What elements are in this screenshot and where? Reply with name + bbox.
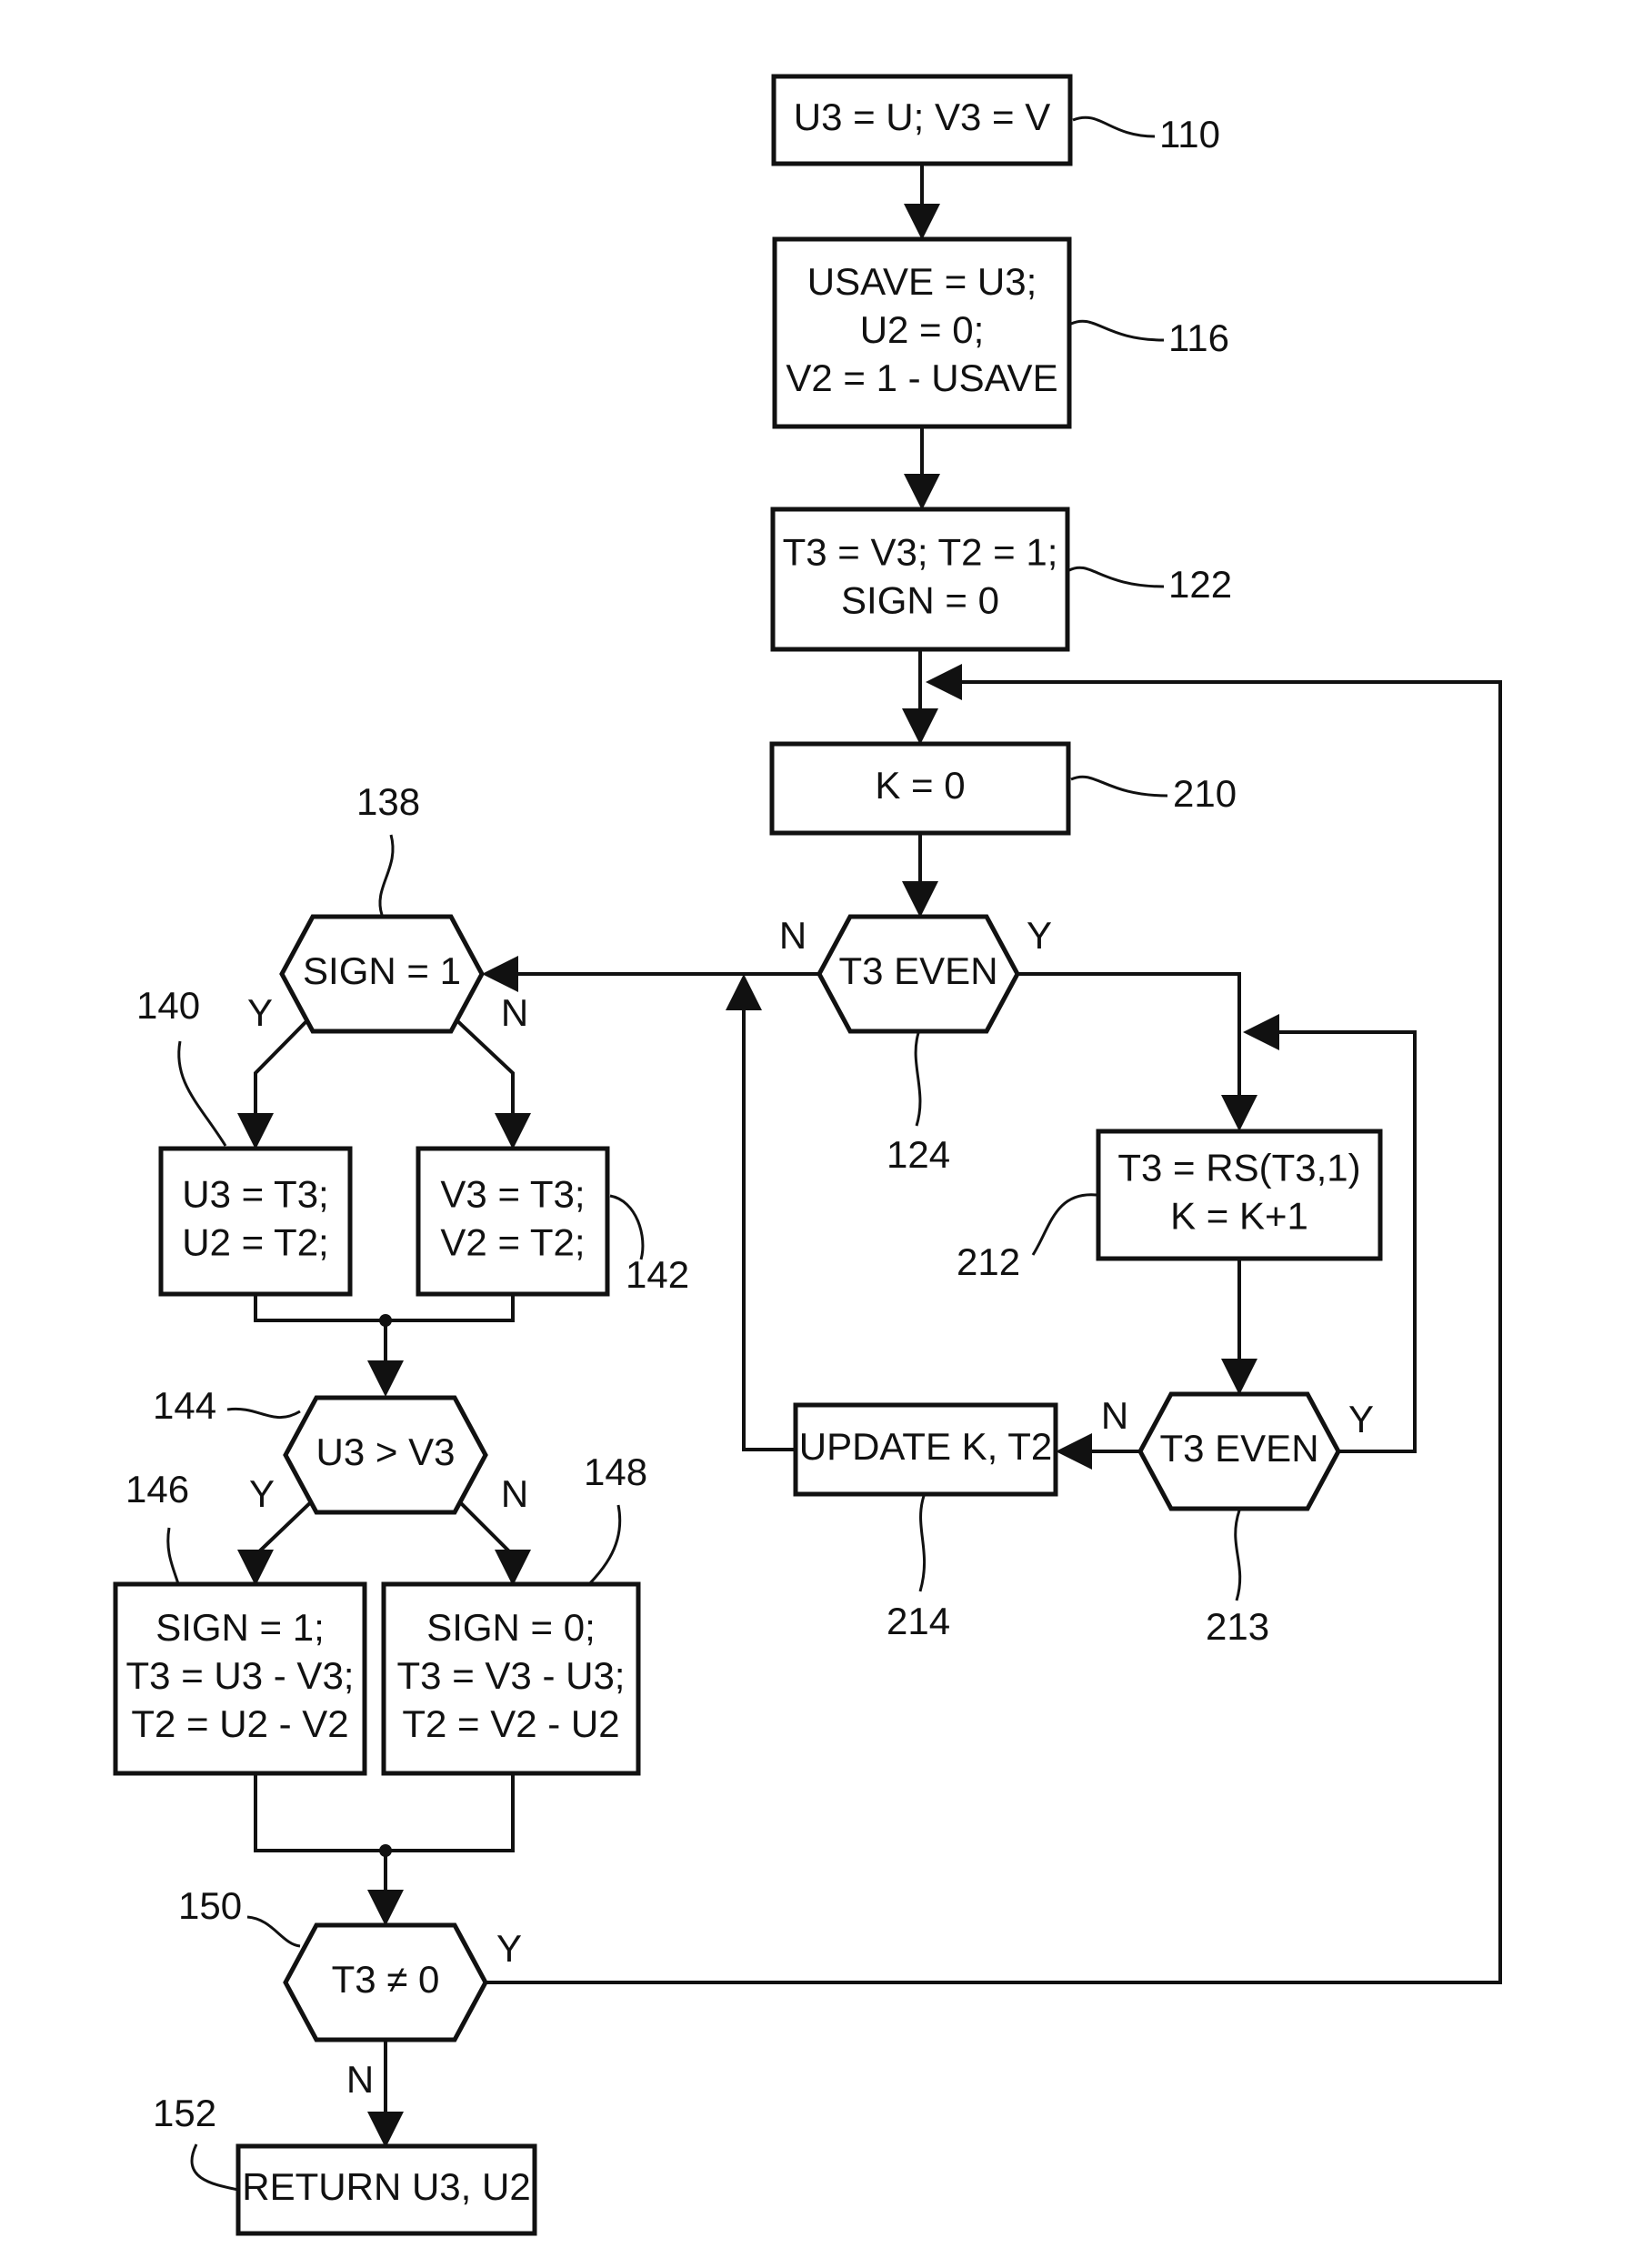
connector-line bbox=[1017, 974, 1239, 1128]
flowchart-node: V3 = T3; V2 = T2; bbox=[418, 1149, 607, 1294]
branch-label: Y bbox=[249, 1472, 275, 1515]
node-text-line: SIGN = 1 bbox=[303, 949, 461, 992]
reference-numeral: 144 bbox=[153, 1384, 216, 1427]
node-text-line: K = 0 bbox=[875, 764, 965, 807]
reference-leader-line bbox=[916, 1033, 920, 1126]
reference-leader-line bbox=[380, 835, 393, 915]
node-text-line: U3 = T3; bbox=[182, 1173, 328, 1216]
connector-line bbox=[255, 1773, 513, 1851]
reference-numeral: 116 bbox=[1168, 316, 1229, 359]
branch-label: N bbox=[779, 914, 806, 957]
node-text-line: T3 ≠ 0 bbox=[332, 1958, 440, 2001]
reference-numeral: 146 bbox=[125, 1468, 189, 1510]
reference-leader-line bbox=[192, 2144, 238, 2190]
node-text-line: U2 = T2; bbox=[182, 1221, 328, 1264]
branch-label: Y bbox=[496, 1927, 522, 1970]
branch-label: Y bbox=[1027, 914, 1052, 957]
junction-dot bbox=[379, 1314, 392, 1327]
node-text-line: SIGN = 1; bbox=[155, 1606, 325, 1649]
reference-leader-line bbox=[920, 1496, 925, 1591]
reference-numeral: 213 bbox=[1206, 1605, 1269, 1648]
node-text-line: U2 = 0; bbox=[860, 308, 985, 351]
flowchart-node: RETURN U3, U2 bbox=[238, 2146, 535, 2233]
node-text-line: SIGN = 0 bbox=[841, 579, 999, 622]
flowchart-node: U3 = U; V3 = V bbox=[774, 76, 1070, 164]
node-text-line: K = K+1 bbox=[1170, 1195, 1308, 1238]
flowchart-node: SIGN = 1 bbox=[282, 917, 482, 1031]
flowchart-node: USAVE = U3; U2 = 0; V2 = 1 - USAVE bbox=[775, 239, 1069, 427]
node-text-line: T3 = V3 - U3; bbox=[397, 1654, 626, 1697]
flowchart-node: K = 0 bbox=[772, 744, 1068, 833]
reference-leader-line bbox=[1069, 567, 1164, 587]
reference-numeral: 110 bbox=[1159, 113, 1220, 156]
branch-label: Y bbox=[247, 991, 273, 1034]
branch-label: N bbox=[501, 1472, 528, 1515]
reference-numeral: 122 bbox=[1168, 563, 1232, 606]
reference-numeral: 138 bbox=[356, 780, 420, 823]
flowchart-node: T3 EVEN bbox=[819, 917, 1017, 1031]
reference-numeral: 210 bbox=[1173, 772, 1237, 815]
branch-label: N bbox=[1101, 1394, 1128, 1437]
reference-leader-line bbox=[179, 1041, 225, 1146]
node-text-line: T2 = U2 - V2 bbox=[131, 1702, 348, 1745]
reference-numeral: 124 bbox=[887, 1133, 950, 1176]
node-text-line: U3 > V3 bbox=[316, 1430, 456, 1473]
connector-line bbox=[744, 978, 796, 1450]
flowchart-node: U3 > V3 bbox=[286, 1398, 486, 1512]
flowchart-node: T3 = V3; T2 = 1; SIGN = 0 bbox=[773, 509, 1067, 649]
node-text-line: V3 = T3; bbox=[440, 1173, 585, 1216]
flowchart-node: T3 EVEN bbox=[1140, 1394, 1338, 1509]
flowchart-node: SIGN = 0; T3 = V3 - U3; T2 = V2 - U2 bbox=[384, 1584, 638, 1773]
reference-numeral: 150 bbox=[178, 1884, 242, 1927]
reference-leader-line bbox=[1033, 1195, 1097, 1255]
reference-numeral: 214 bbox=[887, 1600, 950, 1642]
reference-leader-line bbox=[1236, 1510, 1240, 1601]
junction-dot bbox=[379, 1844, 392, 1857]
labels-layer: 110 116 122 210 124 212 213 214 138 140 142 144 146 1… bbox=[125, 113, 1374, 2134]
node-text-line: V2 = 1 - USAVE bbox=[786, 356, 1057, 399]
connector-line bbox=[255, 1016, 312, 1146]
reference-numeral: 148 bbox=[584, 1450, 647, 1493]
reference-numeral: 152 bbox=[153, 2092, 216, 2134]
branch-label: N bbox=[501, 991, 528, 1034]
reference-numeral: 212 bbox=[957, 1240, 1020, 1283]
branch-label: N bbox=[346, 2058, 374, 2101]
branch-label: Y bbox=[1348, 1398, 1374, 1440]
node-text-line: T3 EVEN bbox=[838, 949, 997, 992]
reference-leader-line bbox=[1071, 321, 1164, 340]
flowchart-node: T3 ≠ 0 bbox=[286, 1925, 486, 2040]
reference-leader-line bbox=[247, 1917, 300, 1946]
reference-numeral: 140 bbox=[136, 984, 200, 1027]
connector-line bbox=[486, 682, 1500, 1982]
node-text-line: U3 = U; V3 = V bbox=[794, 95, 1050, 138]
node-text-line: SIGN = 0; bbox=[426, 1606, 596, 1649]
node-text-line: T2 = V2 - U2 bbox=[402, 1702, 619, 1745]
flowchart-node: SIGN = 1; T3 = U3 - V3; T2 = U2 - V2 bbox=[115, 1584, 365, 1773]
connector-line bbox=[452, 1016, 513, 1146]
nodes-layer: U3 = U; V3 = V USAVE = U3; U2 = 0; V2 = 1 -… bbox=[115, 76, 1380, 2233]
flowchart-node: U3 = T3; U2 = T2; bbox=[161, 1149, 350, 1294]
node-text-line: V2 = T2; bbox=[440, 1221, 585, 1264]
flowchart-node: UPDATE K, T2 bbox=[796, 1405, 1056, 1494]
node-text-line: T3 = U3 - V3; bbox=[126, 1654, 355, 1697]
reference-leader-line bbox=[1073, 117, 1155, 136]
node-text-line: T3 = RS(T3,1) bbox=[1117, 1147, 1360, 1189]
node-text-line: UPDATE K, T2 bbox=[799, 1425, 1053, 1468]
reference-leader-line bbox=[1071, 777, 1167, 796]
reference-leader-line bbox=[227, 1409, 300, 1417]
reference-numeral: 142 bbox=[626, 1253, 689, 1296]
node-text-line: RETURN U3, U2 bbox=[242, 2165, 530, 2208]
flowchart-node: T3 = RS(T3,1) K = K+1 bbox=[1098, 1131, 1380, 1259]
node-text-line: USAVE = U3; bbox=[807, 260, 1037, 303]
reference-leader-line bbox=[610, 1196, 643, 1259]
node-text-line: T3 EVEN bbox=[1159, 1427, 1318, 1470]
node-text-line: T3 = V3; T2 = 1; bbox=[783, 531, 1058, 574]
